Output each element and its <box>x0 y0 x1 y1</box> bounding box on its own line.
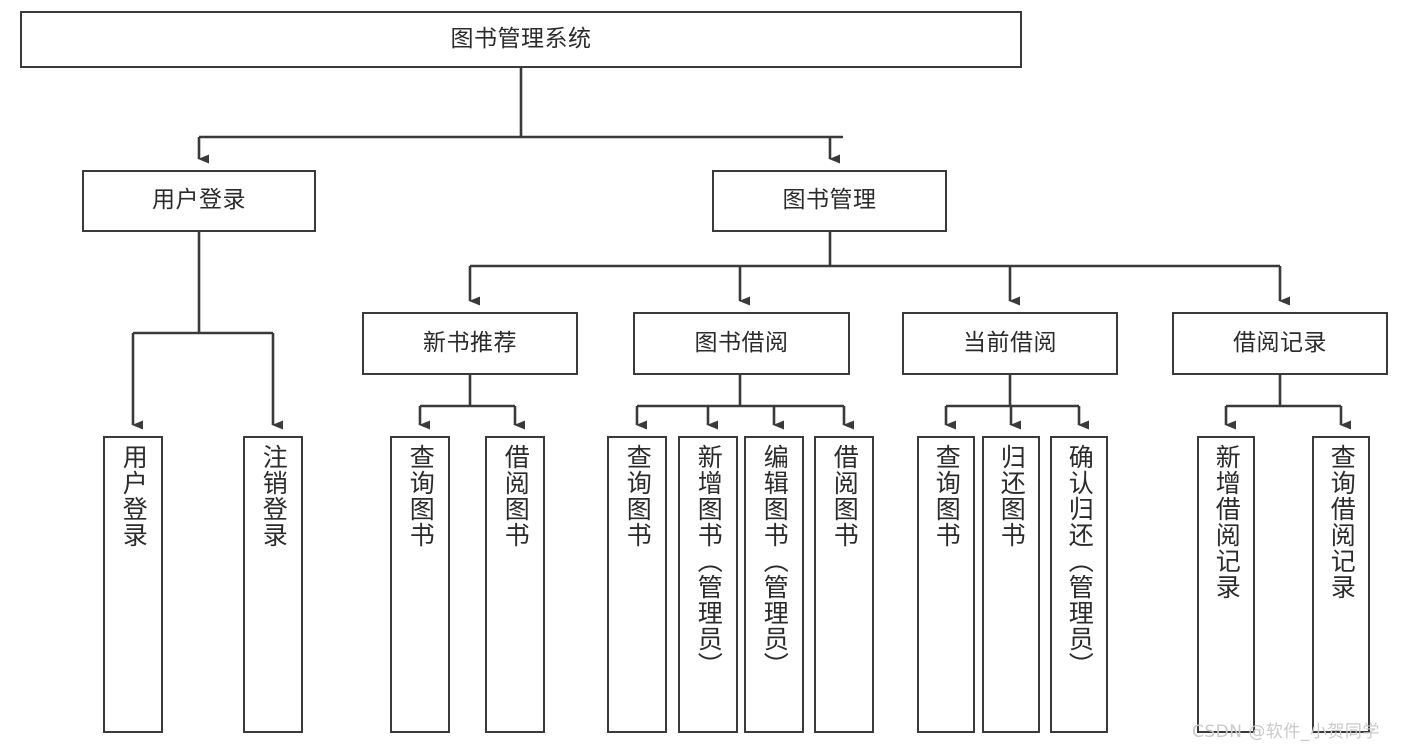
node-leaf-add-record[interactable]: 新增借阅记录 <box>1197 436 1255 733</box>
node-leaf-add-record-label: 新增借阅记录 <box>1212 444 1242 600</box>
node-leaf-query-book-1-label: 查询图书 <box>406 444 436 548</box>
node-user-login[interactable]: 用户登录 <box>82 170 316 232</box>
node-leaf-add-book[interactable]: 新增图书（管理员） <box>678 436 738 733</box>
node-current-borrow[interactable]: 当前借阅 <box>902 312 1118 375</box>
node-leaf-query-book-3[interactable]: 查询图书 <box>917 436 975 733</box>
node-leaf-user-login[interactable]: 用户登录 <box>103 436 163 733</box>
node-root-label: 图书管理系统 <box>450 25 592 52</box>
node-leaf-edit-book[interactable]: 编辑图书（管理员） <box>744 436 804 733</box>
node-borrow-record-label: 借阅记录 <box>1233 329 1327 356</box>
node-leaf-query-book-3-label: 查询图书 <box>932 444 962 548</box>
node-leaf-query-book-2-label: 查询图书 <box>623 444 653 548</box>
node-leaf-query-record-label: 查询借阅记录 <box>1327 444 1357 600</box>
node-leaf-borrow-book-2[interactable]: 借阅图书 <box>814 436 874 733</box>
node-leaf-edit-book-label: 编辑图书（管理员） <box>760 444 790 678</box>
node-leaf-borrow-book-2-label: 借阅图书 <box>830 444 860 548</box>
node-book-manage[interactable]: 图书管理 <box>712 170 947 232</box>
node-book-borrow-label: 图书借阅 <box>694 329 789 356</box>
node-leaf-confirm-return[interactable]: 确认归还（管理员） <box>1050 436 1108 733</box>
node-leaf-user-login-label: 用户登录 <box>119 444 149 548</box>
node-new-book-recommend[interactable]: 新书推荐 <box>362 312 578 375</box>
node-leaf-logout-label: 注销登录 <box>259 444 289 548</box>
node-book-manage-label: 图书管理 <box>782 187 877 214</box>
node-leaf-borrow-book-1-label: 借阅图书 <box>501 444 531 548</box>
node-leaf-query-book-1[interactable]: 查询图书 <box>390 436 450 733</box>
node-user-login-label: 用户登录 <box>152 187 246 214</box>
node-book-borrow[interactable]: 图书借阅 <box>633 312 850 375</box>
node-borrow-record[interactable]: 借阅记录 <box>1172 312 1388 375</box>
node-leaf-add-book-label: 新增图书（管理员） <box>694 444 724 678</box>
node-leaf-confirm-return-label: 确认归还（管理员） <box>1065 444 1095 678</box>
node-leaf-return-book-label: 归还图书 <box>997 444 1027 548</box>
node-leaf-query-book-2[interactable]: 查询图书 <box>607 436 667 733</box>
node-leaf-logout[interactable]: 注销登录 <box>243 436 303 733</box>
node-leaf-return-book[interactable]: 归还图书 <box>982 436 1040 733</box>
node-current-borrow-label: 当前借阅 <box>963 329 1057 356</box>
node-new-book-recommend-label: 新书推荐 <box>423 329 517 356</box>
node-leaf-borrow-book-1[interactable]: 借阅图书 <box>485 436 545 733</box>
node-leaf-query-record[interactable]: 查询借阅记录 <box>1312 436 1370 733</box>
watermark: CSDN @软件_小贺同学 <box>1192 722 1380 742</box>
node-root[interactable]: 图书管理系统 <box>20 11 1022 68</box>
